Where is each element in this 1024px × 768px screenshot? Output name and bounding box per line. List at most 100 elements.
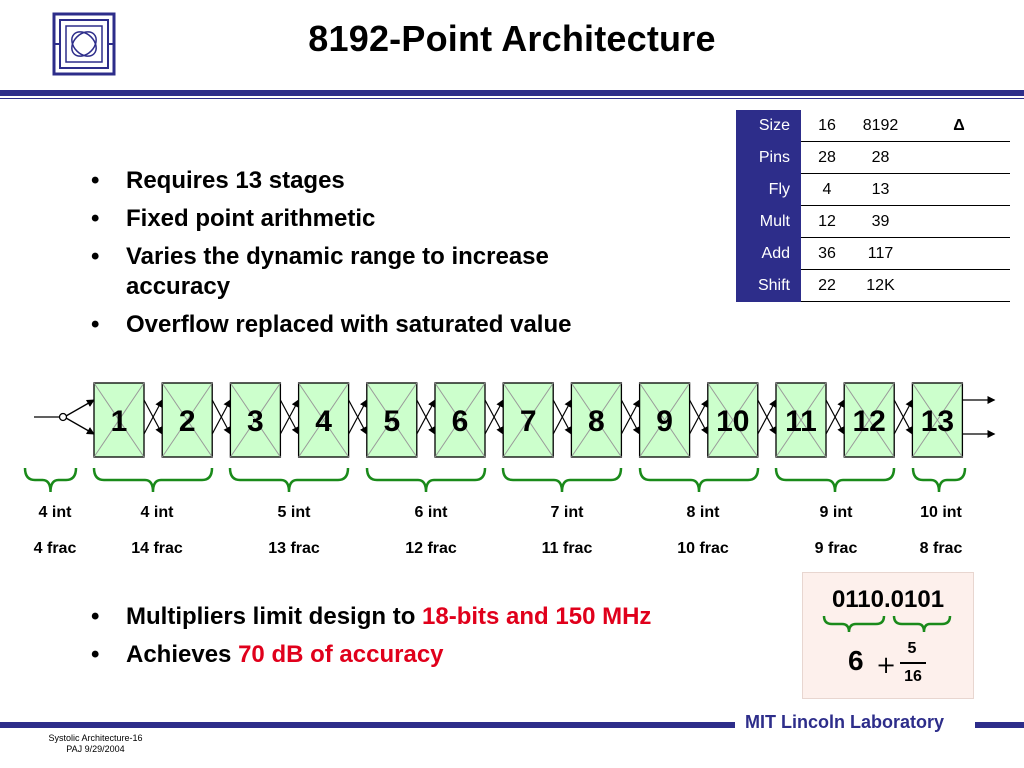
table-cell: 117: [853, 237, 908, 270]
butterfly-line: [416, 399, 436, 435]
stage-cross-line: [639, 382, 691, 458]
stage-number: 12: [853, 405, 886, 438]
top-divider-thin: [0, 98, 1024, 99]
table-cell: 12K: [853, 269, 908, 302]
group-brace: [638, 467, 760, 493]
butterfly-line: [552, 399, 572, 435]
table-row-label: Add: [736, 237, 801, 270]
stage-number: 4: [315, 405, 332, 438]
table-row-label: Mult: [736, 205, 801, 238]
bullet-item: Overflow replaced with saturated value: [91, 310, 691, 340]
group-brace: [365, 467, 487, 493]
butterfly-line: [143, 399, 163, 435]
stage-number: 9: [656, 405, 673, 438]
butterfly-line: [893, 399, 913, 435]
stage-cross-line: [502, 382, 554, 458]
table-cell: 4: [801, 173, 853, 206]
bullet-item: Varies the dynamic range to increase acc…: [91, 242, 646, 302]
bottom-divider-right: [975, 722, 1024, 728]
group-brace: [228, 467, 350, 493]
butterfly-line: [620, 399, 641, 435]
stage-number: 8: [588, 405, 605, 438]
frac-bits-label: 14 frac: [131, 540, 183, 557]
group-brace: [911, 467, 967, 493]
fraction-numerator: 5: [907, 640, 917, 657]
footer-slide-info: Systolic Architecture-16 PAJ 9/29/2004: [18, 733, 173, 755]
stage-number: 1: [111, 405, 128, 438]
table-row-label: Shift: [736, 269, 801, 302]
stage-number: 3: [247, 405, 264, 438]
table-cell-delta: [908, 237, 1010, 270]
fraction-bar: [900, 662, 926, 664]
frac-bits-label: 8 frac: [919, 540, 963, 557]
stage-cross-line: [298, 382, 350, 458]
input-node: [58, 412, 68, 422]
stage-cross-line: [843, 382, 895, 458]
stage-number: 2: [179, 405, 196, 438]
input-branch-top: [65, 399, 95, 417]
butterfly-line: [689, 399, 709, 435]
footer-author-date: PAJ 9/29/2004: [66, 744, 125, 754]
stage-number: 10: [716, 405, 749, 438]
stage-cross-line: [911, 382, 963, 458]
stage-cross-line: [161, 382, 213, 458]
group-brace: [23, 467, 78, 493]
stage-number: 11: [785, 405, 817, 438]
int-bits-label: 7 int: [550, 504, 584, 521]
int-bits-label: 5 int: [277, 504, 311, 521]
table-cell-delta: [908, 141, 1010, 174]
bullet-item: Multipliers limit design to 18-bits and …: [91, 602, 791, 632]
table-cell: 12: [801, 205, 853, 238]
table-cell: 13: [853, 173, 908, 206]
butterfly-line: [484, 399, 504, 435]
butterfly-line: [348, 399, 368, 435]
footer-lab-name: MIT Lincoln Laboratory: [745, 712, 945, 732]
butterfly-line: [279, 399, 300, 435]
bullet-list-top: Requires 13 stages Fixed point arithmeti…: [91, 166, 691, 348]
stage-number: 5: [383, 405, 400, 438]
group-brace: [501, 467, 623, 493]
butterfly-line: [825, 399, 845, 435]
table-row-label: Size: [736, 110, 801, 142]
frac-bits-label: 12 frac: [405, 540, 457, 557]
int-bits-label: 10 int: [920, 504, 962, 521]
bullet-text: Multipliers limit design to: [126, 603, 423, 630]
plus-sign: +: [876, 651, 897, 679]
bullet-item: Fixed point arithmetic: [91, 204, 691, 234]
table-row-label: Fly: [736, 173, 801, 206]
table-cell: 8192: [853, 110, 908, 142]
table-cell-delta: Δ: [908, 110, 1010, 142]
stage-cross-line: [775, 382, 827, 458]
stage-cross-line: [93, 382, 145, 458]
top-divider: [0, 90, 1024, 96]
bullet-item: Requires 13 stages: [91, 166, 691, 196]
group-brace: [774, 467, 896, 493]
footer-slide-name: Systolic Architecture-16: [48, 733, 143, 743]
stage-cross-line: [707, 382, 759, 458]
stage-cross-line: [434, 382, 486, 458]
input-branch-bottom: [65, 417, 95, 435]
fixed-point-braces: [822, 615, 952, 633]
table-cell-delta: [908, 173, 1010, 206]
int-bits-label: 4 int: [140, 504, 174, 521]
table-cell-delta: [908, 205, 1010, 238]
stage-cross-line: [570, 382, 622, 458]
bullet-highlight: 70 dB of accuracy: [238, 641, 444, 668]
stage-number: 7: [520, 405, 537, 438]
frac-bits-label: 10 frac: [677, 540, 729, 557]
stage-number: 6: [452, 405, 469, 438]
table-cell: 16: [801, 110, 853, 142]
stage-cross-line: [366, 382, 418, 458]
int-bits-label: 4 int: [38, 504, 72, 521]
int-bits-label: 9 int: [819, 504, 853, 521]
fraction-denominator: 16: [904, 668, 922, 685]
bullet-text: Achieves: [126, 641, 239, 668]
bottom-divider: [0, 722, 735, 728]
table-row-label: Pins: [736, 141, 801, 174]
